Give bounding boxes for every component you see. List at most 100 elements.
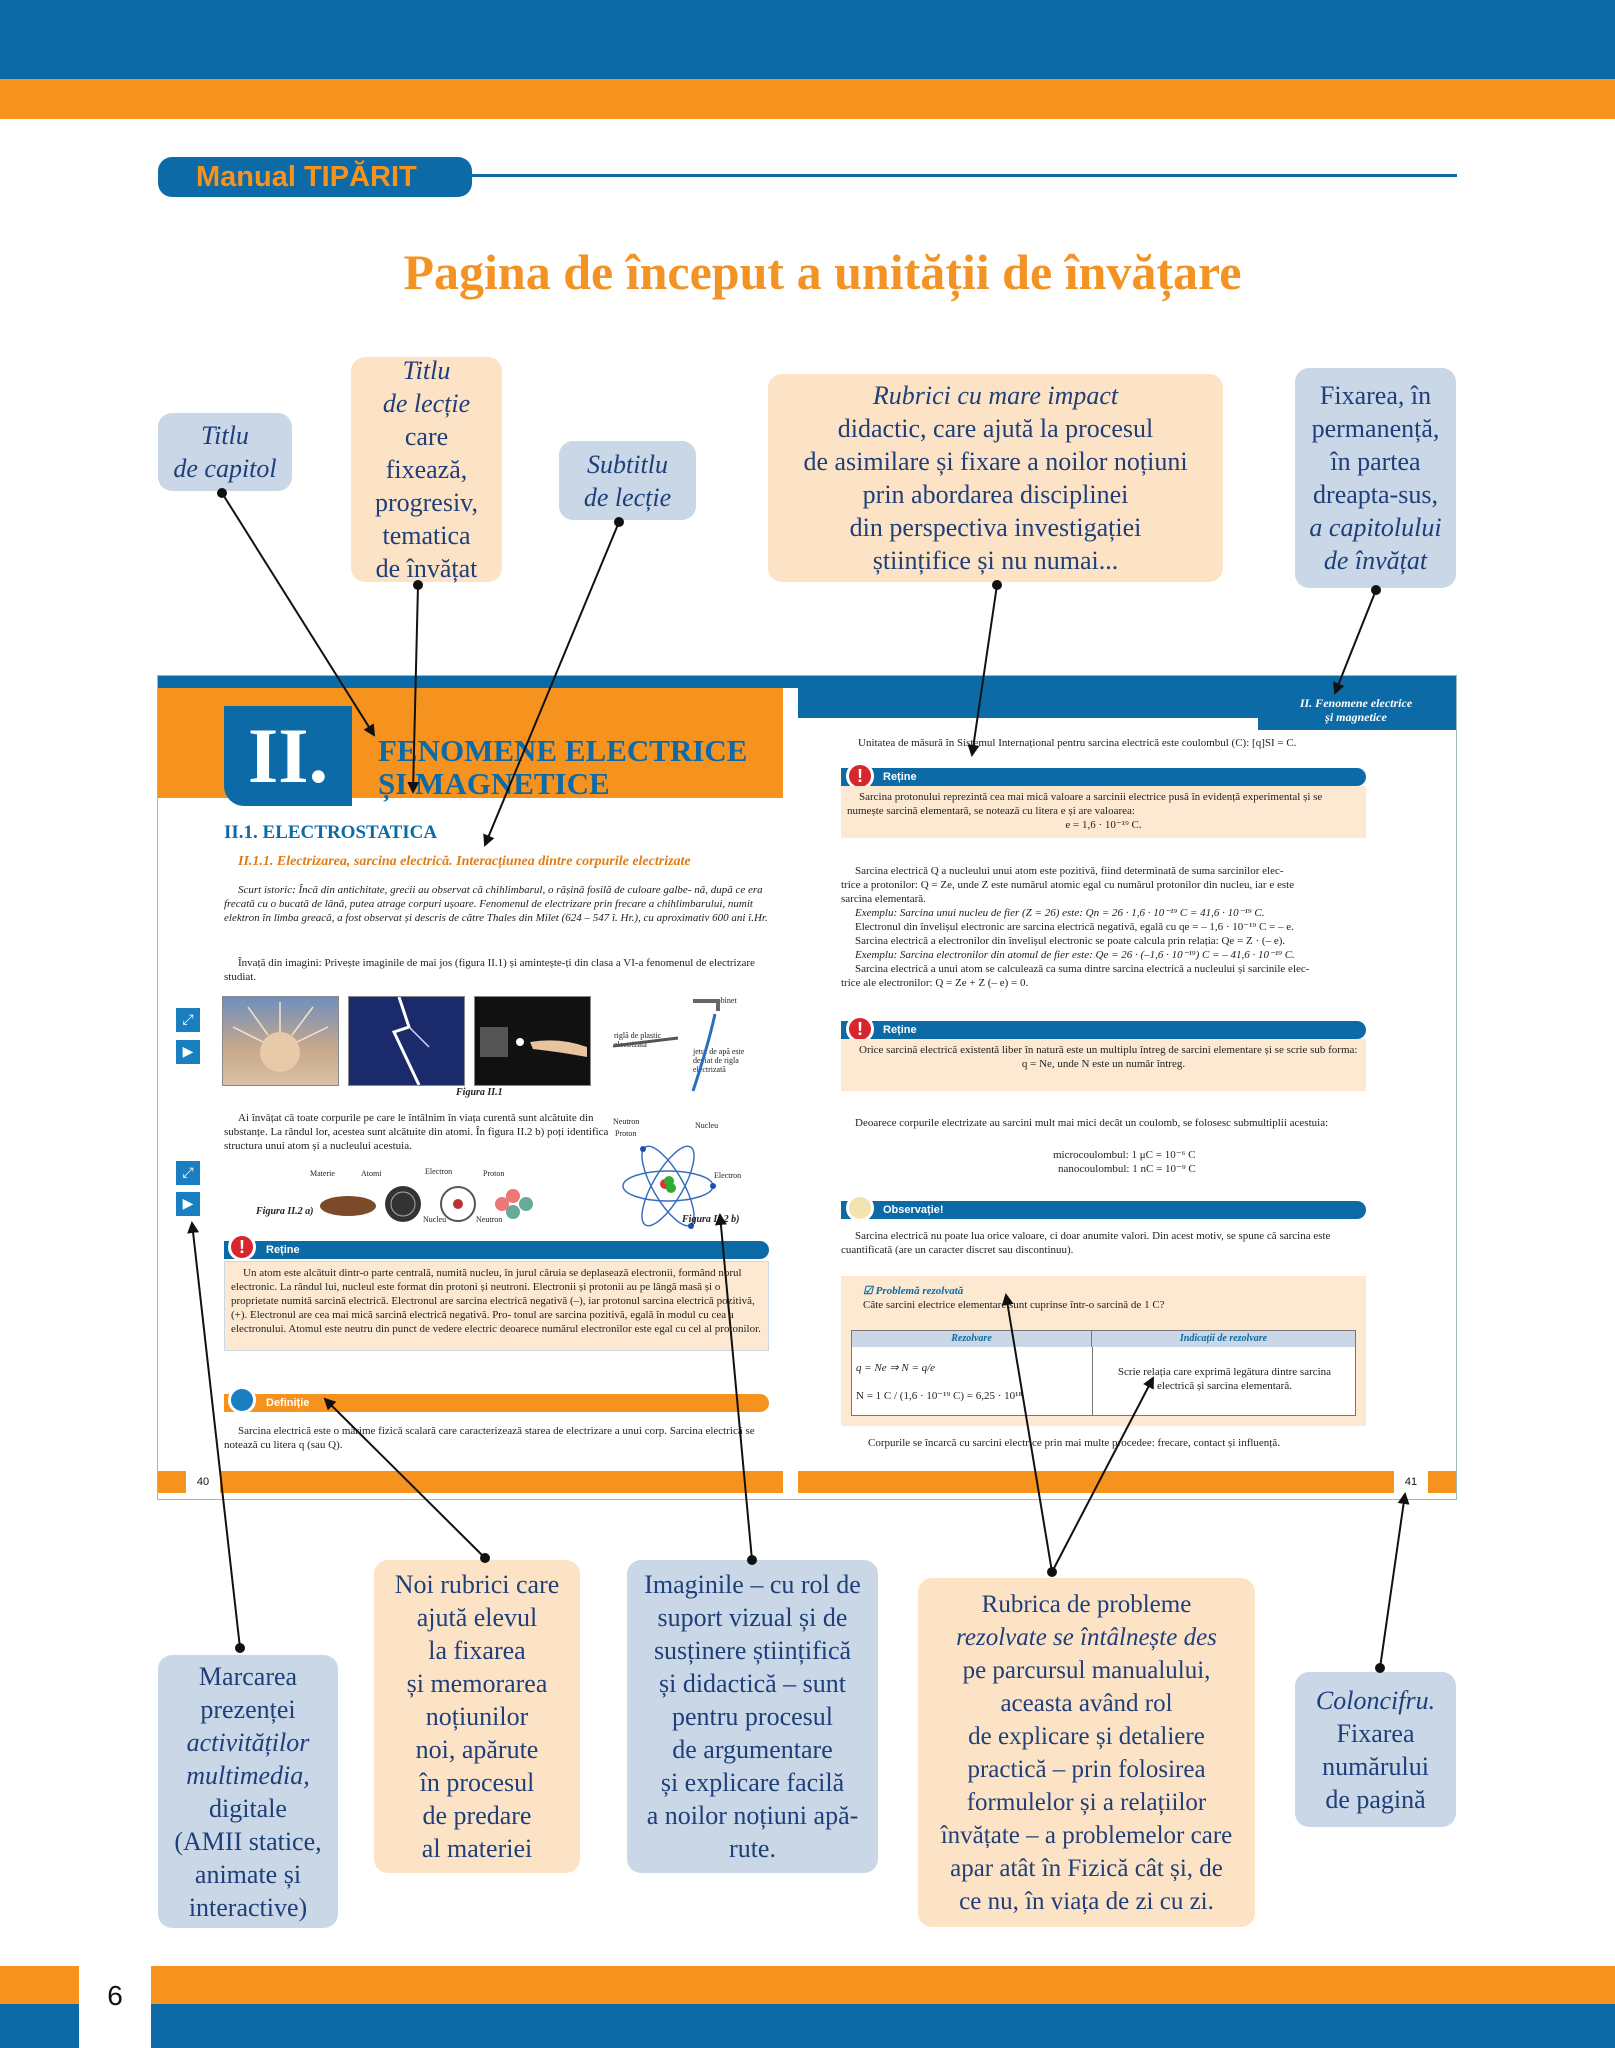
retine-header: Reține (224, 1241, 769, 1259)
text-line: Exemplu: Sarcina electronilor din atomul… (855, 949, 1295, 961)
callout-line: a capitolului (1309, 513, 1442, 542)
page-number: 6 (79, 1966, 151, 2048)
spread-top-band (158, 676, 1456, 688)
warning-icon: ! (228, 1233, 256, 1261)
atom-text: Ai învățat că toate corpurile pe care le… (224, 1112, 609, 1152)
tag-rule (470, 174, 1457, 177)
callout-line: noțiunilor (425, 1702, 529, 1731)
callout-line: Rubrici cu mare impact (872, 381, 1119, 410)
callout-line: care fixează, (385, 422, 468, 484)
running-head-text: II. Fenomene electrice și magnetice (1256, 696, 1456, 724)
table-header: Indicații de rezolvare (1092, 1331, 1355, 1347)
warning-icon: ! (846, 1015, 874, 1043)
static-hair-image (222, 996, 339, 1086)
retine-box-3: Orice sarcină electrică existentă liber … (841, 1039, 1366, 1091)
chapter-number: II. (224, 706, 352, 806)
callout-line: de capitol (173, 454, 277, 483)
fig2a-label: Atomi (361, 1169, 382, 1178)
arrow-dot (235, 1643, 245, 1653)
callout-line: prezenței (200, 1694, 296, 1724)
running-head-bg (1258, 688, 1456, 730)
fig2a-label: Proton (483, 1169, 505, 1178)
callout-line: dreapta-sus, (1313, 480, 1438, 509)
fig2a-label: Materie (310, 1169, 335, 1178)
expand-icon[interactable]: ⤢ (176, 1008, 200, 1032)
submultiple-line: microcoulombul: 1 μC = 10⁻⁶ C (1053, 1149, 1196, 1161)
fig2b-label: Neutron (613, 1117, 640, 1126)
spark-image (474, 996, 591, 1086)
callout-line: permanență, (1311, 414, 1440, 443)
fig2a-caption: Figura II.2 a) (256, 1206, 314, 1217)
callout-line: de predare (422, 1801, 532, 1830)
retine-box-2: Sarcina protonului reprezintă cea mai mi… (841, 786, 1366, 838)
definition-text: Sarcina electrică este o mărime fizică s… (224, 1425, 755, 1451)
arrow-dot (1047, 1567, 1057, 1577)
callout-solved-problems: Rubrica de probleme rezolvate se întâlne… (918, 1578, 1255, 1927)
callout-images: Imaginile – cu rol de suport vizual și d… (627, 1560, 878, 1873)
text-line: Exemplu: Sarcina unui nucleu de fier (Z … (855, 907, 1265, 919)
callout-line: animate și (194, 1859, 302, 1889)
callout-line: tematica (382, 521, 471, 550)
callout-line: rezolvate se întâlnește des (956, 1623, 1217, 1651)
learn-from-images: Învață din imagini: Privește imaginile d… (224, 957, 755, 983)
callout-line: prin abordarea disciplinei (862, 480, 1129, 509)
text-line: sarcina elementară. (841, 893, 926, 905)
definitie-header: Definiție (224, 1394, 769, 1412)
page-title: Pagina de început a unității de învățare (403, 244, 1242, 300)
text-line: trice ale electronilor: Q = Ze + Z (– e)… (841, 977, 1029, 989)
page-strip-right (798, 1471, 1456, 1493)
page-number-right: 41 (1394, 1471, 1428, 1493)
arrow (1379, 1492, 1410, 1669)
hint-text: Scrie relația care exprimă legătura dint… (1117, 1366, 1332, 1392)
callout-line: Marcarea (198, 1661, 298, 1691)
biohazard-icon (846, 1194, 874, 1222)
callout-line: ajută elevul (416, 1603, 538, 1632)
expand-icon[interactable]: ⤢ (176, 1161, 200, 1185)
chapter-title: FENOMENE ELECTRICE ȘI MAGNETICE (378, 734, 778, 800)
callout-line: progresiv, (374, 488, 478, 517)
matter-atom-diagram (320, 1186, 533, 1222)
callout-line: Noi rubrici care (394, 1570, 560, 1599)
subsection-title: II.1.1. Electrizarea, sarcina electrică.… (238, 854, 691, 869)
callout-line: susținere științifică (653, 1636, 852, 1665)
top-orange-band (0, 79, 1615, 119)
callout-line: Imaginile – cu rol de (644, 1570, 861, 1599)
callout-line: Rubrica de probleme (981, 1590, 1192, 1618)
top-blue-band (0, 0, 1615, 79)
callout-line: practică – prin folosirea (967, 1755, 1206, 1783)
book-spread: II. Fenomene electrice și magnetice II. … (157, 675, 1457, 1500)
callout-line: de pagină (1325, 1784, 1426, 1814)
video-icon[interactable]: ▶ (176, 1040, 200, 1064)
callout-line: pentru procesul (671, 1702, 833, 1731)
retine2-formula: e = 1,6 · 10⁻¹⁹ C. (1065, 819, 1142, 831)
fig1-label: jetul de apă este deviat de rigla electr… (693, 1047, 745, 1074)
retine-header: Reține (841, 768, 1366, 786)
callout-line: noi, apărute (415, 1735, 539, 1764)
bottom-orange-band (0, 1966, 1615, 2004)
callout-line: de argumentare (672, 1735, 833, 1764)
video-icon[interactable]: ▶ (176, 1192, 200, 1216)
water-jet-illustration (612, 999, 720, 1092)
running-head-line: și magnetice (1325, 710, 1387, 724)
chapter-title-line: ȘI MAGNETICE (378, 766, 610, 801)
callout-line: didactic, care ajută la procesul (837, 414, 1154, 443)
text-line: Electronul din învelișul electronic are … (855, 921, 1294, 933)
callout-line: de lecție (382, 389, 471, 418)
fig2a-label: Neutron (476, 1215, 503, 1224)
fig2b-label: Electron (714, 1171, 742, 1180)
callout-line: interactive) (188, 1892, 308, 1922)
history-text: Scurt istoric: Încă din antichitate, gre… (224, 884, 768, 924)
hair-illustration (232, 1002, 329, 1072)
callout-line: de învățat (1323, 546, 1428, 575)
solved-problem-box: ☑ Problemă rezolvată Câte sarcini electr… (841, 1276, 1366, 1426)
fig2a-label: Electron (425, 1167, 453, 1176)
fig2b-caption: Figura II.2 b) (682, 1214, 740, 1225)
callout-line: Coloncifru. (1315, 1685, 1436, 1715)
bottom-blue-band (0, 2004, 1615, 2048)
solution-line: N = 1 C / (1,6 · 10⁻¹⁹ C) = 6,25 · 10¹⁸ (856, 1390, 1023, 1402)
callout-line: Subtitlu (587, 449, 668, 479)
callout-page-number: Coloncifru. Fixarea numărului de pagină (1295, 1672, 1456, 1827)
callout-multimedia: Marcarea prezenței activităților multime… (158, 1655, 338, 1928)
atom-model-diagram (622, 1145, 716, 1229)
solution-line: q = Ne ⇒ N = q/e (856, 1362, 936, 1374)
